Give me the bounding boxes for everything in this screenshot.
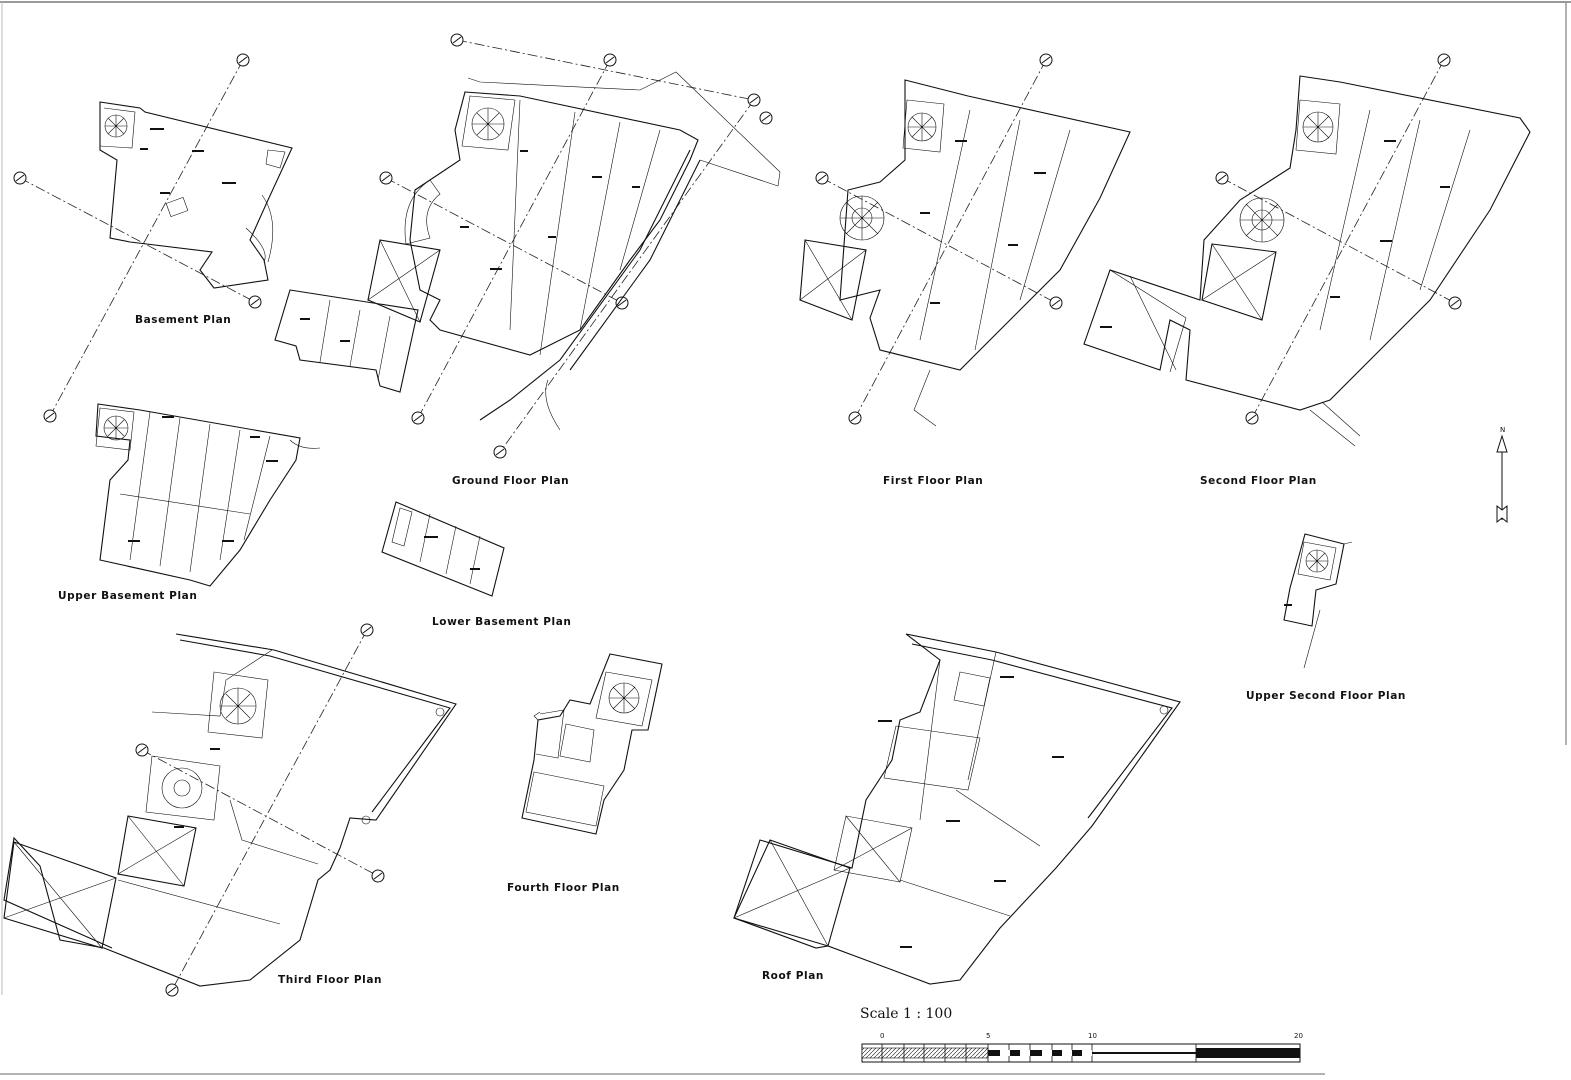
- third-floor-plan-drawing: [3, 623, 457, 997]
- upper-second-floor-plan-label: Upper Second Floor Plan: [1246, 690, 1406, 702]
- upper-basement-plan-drawing: [95, 403, 321, 587]
- roof-plan-drawing: [733, 633, 1181, 985]
- ground-floor-plan-drawing: [274, 33, 781, 459]
- roof-plan-label: Roof Plan: [762, 970, 824, 982]
- scale-tick-10: 10: [1088, 1032, 1097, 1040]
- lower-basement-plan-label: Lower Basement Plan: [432, 616, 572, 628]
- basement-plan-drawing: [13, 53, 293, 423]
- fourth-floor-plan-label: Fourth Floor Plan: [507, 882, 620, 894]
- ground-floor-plan-label: Ground Floor Plan: [452, 475, 569, 487]
- second-floor-plan-drawing: [1083, 53, 1531, 447]
- north-arrow: N: [1496, 426, 1508, 524]
- scale-bar: Scale 1 : 100 0 5 10 20: [860, 1006, 1303, 1063]
- fourth-floor-plan-drawing: [521, 653, 663, 835]
- first-floor-plan-label: First Floor Plan: [883, 475, 983, 487]
- second-floor-plan-label: Second Floor Plan: [1200, 475, 1317, 487]
- scale-tick-20: 20: [1294, 1032, 1303, 1040]
- lower-basement-plan-drawing: [381, 501, 505, 597]
- scale-tick-5: 5: [986, 1032, 990, 1040]
- basement-plan-label: Basement Plan: [135, 314, 231, 326]
- third-floor-plan-label: Third Floor Plan: [278, 974, 382, 986]
- upper-second-floor-plan-drawing: [1283, 533, 1353, 669]
- scale-title: Scale 1 : 100: [860, 1006, 952, 1022]
- north-arrow-label: N: [1500, 426, 1505, 434]
- first-floor-plan-drawing: [799, 53, 1131, 427]
- upper-basement-plan-label: Upper Basement Plan: [58, 590, 197, 602]
- scale-tick-0: 0: [880, 1032, 884, 1040]
